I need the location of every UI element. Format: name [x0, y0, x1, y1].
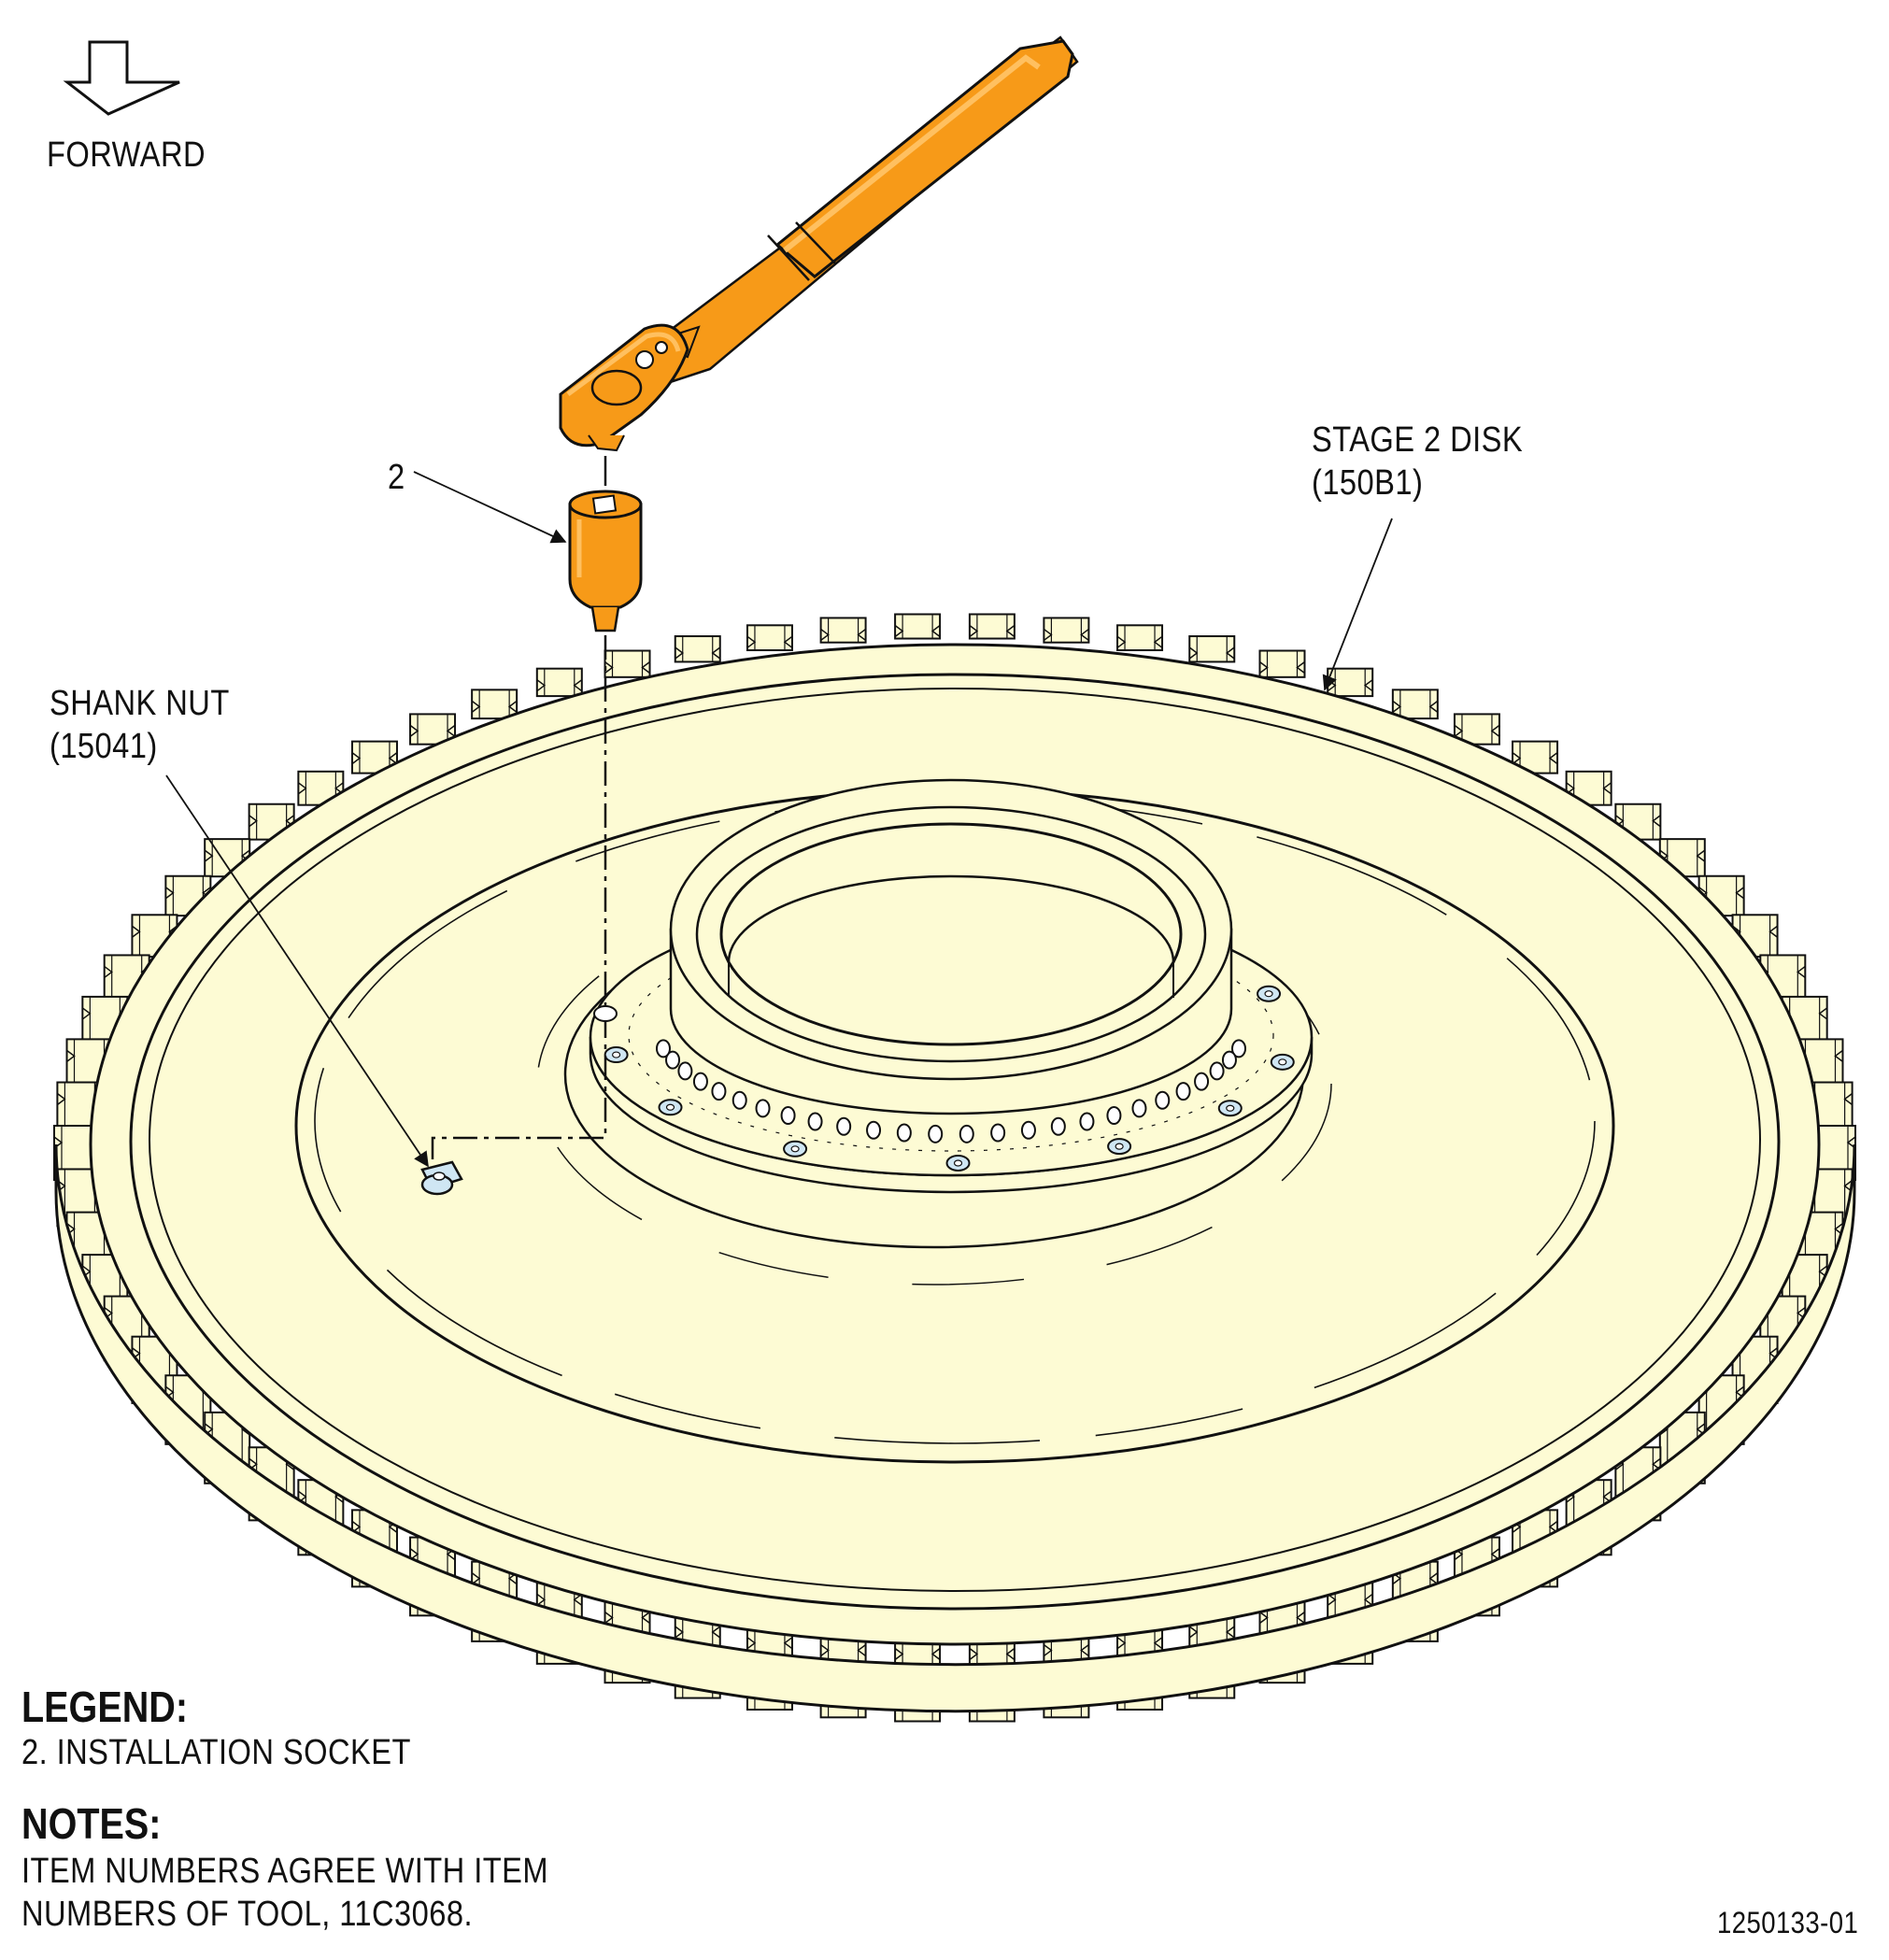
hub-hole	[1106, 1106, 1122, 1126]
flange-bolt	[1257, 985, 1282, 1002]
notes-line-2: NUMBERS OF TOOL, 11C3068.	[21, 1895, 473, 1934]
hub-hole	[1221, 1050, 1237, 1070]
legend-item: 2. INSTALLATION SOCKET	[21, 1733, 411, 1772]
hub-ring-holes	[655, 1039, 1247, 1143]
dovetail-tooth	[894, 613, 942, 640]
stage-2-disk	[53, 613, 1856, 1723]
hub-hole	[677, 1061, 693, 1081]
hub-hole	[1194, 1072, 1210, 1091]
disk-rim-groove	[129, 673, 1781, 1611]
callout-shank-nut: SHANK NUT (15041)	[50, 682, 230, 768]
notes-text: ITEM NUMBERS AGREE WITH ITEM NUMBERS OF …	[21, 1850, 548, 1936]
forward-label: FORWARD	[47, 135, 206, 175]
hub-hole	[990, 1123, 1006, 1143]
hub-hole	[692, 1072, 708, 1091]
stage-2-disk-part-number: (150B1)	[1312, 463, 1424, 503]
hub-bore-inner-wall	[727, 874, 1175, 963]
dovetail-tooth	[604, 649, 651, 678]
flange-bolt	[1217, 1100, 1243, 1117]
dovetail-tooth	[746, 624, 793, 652]
installation-hole	[593, 1005, 618, 1022]
dovetail-tooth	[535, 667, 583, 698]
hub-hole	[1020, 1120, 1036, 1140]
callout-item-2: 2	[388, 458, 405, 497]
dovetail-tooth	[297, 770, 345, 806]
hub-hole	[896, 1123, 912, 1143]
leader-shank-nut	[165, 774, 429, 1168]
hub-hole	[1209, 1061, 1225, 1081]
notes-line-1: ITEM NUMBERS AGREE WITH ITEM	[21, 1852, 548, 1891]
hub-hole	[711, 1082, 727, 1101]
dovetail-tooth	[1391, 689, 1439, 720]
disk-side-band	[54, 1143, 1856, 1713]
hub-hole	[1231, 1039, 1247, 1058]
dovetail-tooth	[1327, 667, 1374, 698]
hub-hole	[836, 1116, 852, 1136]
hub-hole	[655, 1039, 671, 1058]
hub-bore	[719, 822, 1183, 1046]
shank-nut-icon	[420, 1160, 463, 1196]
installation-path-line	[431, 635, 607, 1166]
flange-bolt	[604, 1046, 629, 1064]
dovetail-tooth	[1116, 624, 1164, 652]
figure-id: 1250133-01	[1717, 1906, 1859, 1939]
dovetail-tooth	[1188, 635, 1236, 663]
flange-bolt	[658, 1099, 683, 1116]
hub-bore-edge	[728, 962, 1174, 998]
shank-nut-part-number: (15041)	[50, 727, 158, 766]
dovetail-tooth	[819, 617, 867, 644]
hub-hole	[665, 1050, 681, 1070]
hub-hole	[1079, 1112, 1095, 1131]
shank-nut-name: SHANK NUT	[50, 684, 230, 723]
hub-hole	[1050, 1116, 1066, 1136]
leader-stage-2-disk	[1322, 518, 1393, 691]
dovetail-tooth	[1043, 617, 1090, 644]
flange-bolt	[1270, 1053, 1295, 1071]
hub-hole	[755, 1099, 771, 1118]
hub-hole	[731, 1090, 747, 1110]
hub-hole	[1131, 1099, 1147, 1118]
dovetail-tooth	[471, 689, 518, 720]
forward-arrow-icon	[63, 40, 180, 116]
hub-hole	[928, 1124, 944, 1143]
leader-item-2	[413, 471, 567, 544]
disk-rim-groove-inner	[149, 688, 1761, 1592]
hub-hole	[1155, 1090, 1171, 1110]
hub-hole	[780, 1106, 796, 1126]
hub-hole	[1175, 1082, 1191, 1101]
callout-stage-2-disk: STAGE 2 DISK (150B1)	[1312, 419, 1523, 504]
flange-bolt	[1107, 1138, 1132, 1156]
legend-title: LEGEND:	[21, 1683, 189, 1731]
flange-bolt	[945, 1154, 971, 1172]
stage-2-disk-name: STAGE 2 DISK	[1312, 420, 1524, 460]
dovetail-tooth	[674, 635, 721, 663]
notes-title: NOTES:	[21, 1799, 162, 1848]
installation-socket-icon	[568, 490, 643, 632]
hub-flange-hole-circle	[628, 918, 1274, 1152]
hub-hole	[807, 1112, 823, 1131]
dovetail-tooth	[1258, 649, 1306, 678]
ratchet-wrench-icon	[559, 36, 1079, 452]
hub-hole	[866, 1120, 882, 1140]
dovetail-tooth	[968, 613, 1016, 640]
flange-bolt	[783, 1140, 808, 1158]
hub-hole	[959, 1124, 974, 1143]
